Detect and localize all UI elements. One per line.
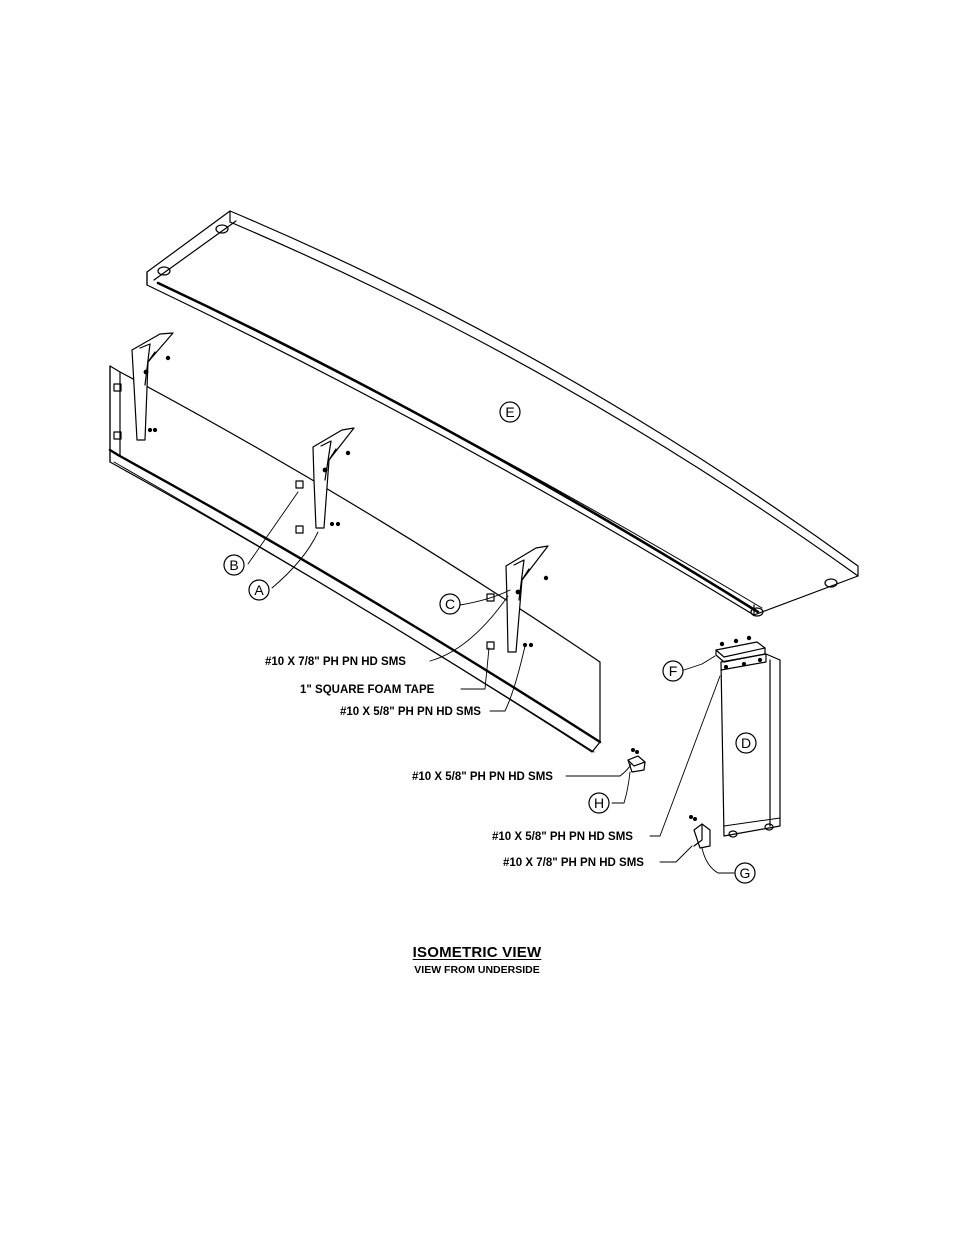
callout-foam-tape: 1" SQUARE FOAM TAPE — [300, 684, 435, 696]
callout-screw-5-8-plate-f: #10 X 5/8" PH PN HD SMS — [492, 831, 633, 843]
view-title-block: ISOMETRIC VIEW VIEW FROM UNDERSIDE — [300, 944, 654, 976]
label-a: A — [254, 582, 264, 598]
callout-screw-5-8-bracket: #10 X 5/8" PH PN HD SMS — [340, 706, 481, 718]
label-c: C — [445, 596, 455, 612]
clip-h — [628, 749, 645, 772]
label-h: H — [594, 795, 604, 811]
callout-screw-7-8-clip-g: #10 X 7/8" PH PN HD SMS — [503, 857, 644, 869]
label-f: F — [669, 663, 678, 679]
clip-g — [690, 816, 710, 848]
label-d: D — [741, 735, 751, 751]
view-title: ISOMETRIC VIEW — [413, 944, 542, 961]
label-b: B — [229, 557, 238, 573]
view-subtitle: VIEW FROM UNDERSIDE — [300, 964, 654, 976]
callout-screw-7-8-bracket: #10 X 7/8" PH PN HD SMS — [265, 656, 406, 668]
callout-screw-5-8-clip-h: #10 X 5/8" PH PN HD SMS — [412, 771, 553, 783]
label-g: G — [740, 865, 751, 881]
label-e: E — [505, 404, 514, 420]
